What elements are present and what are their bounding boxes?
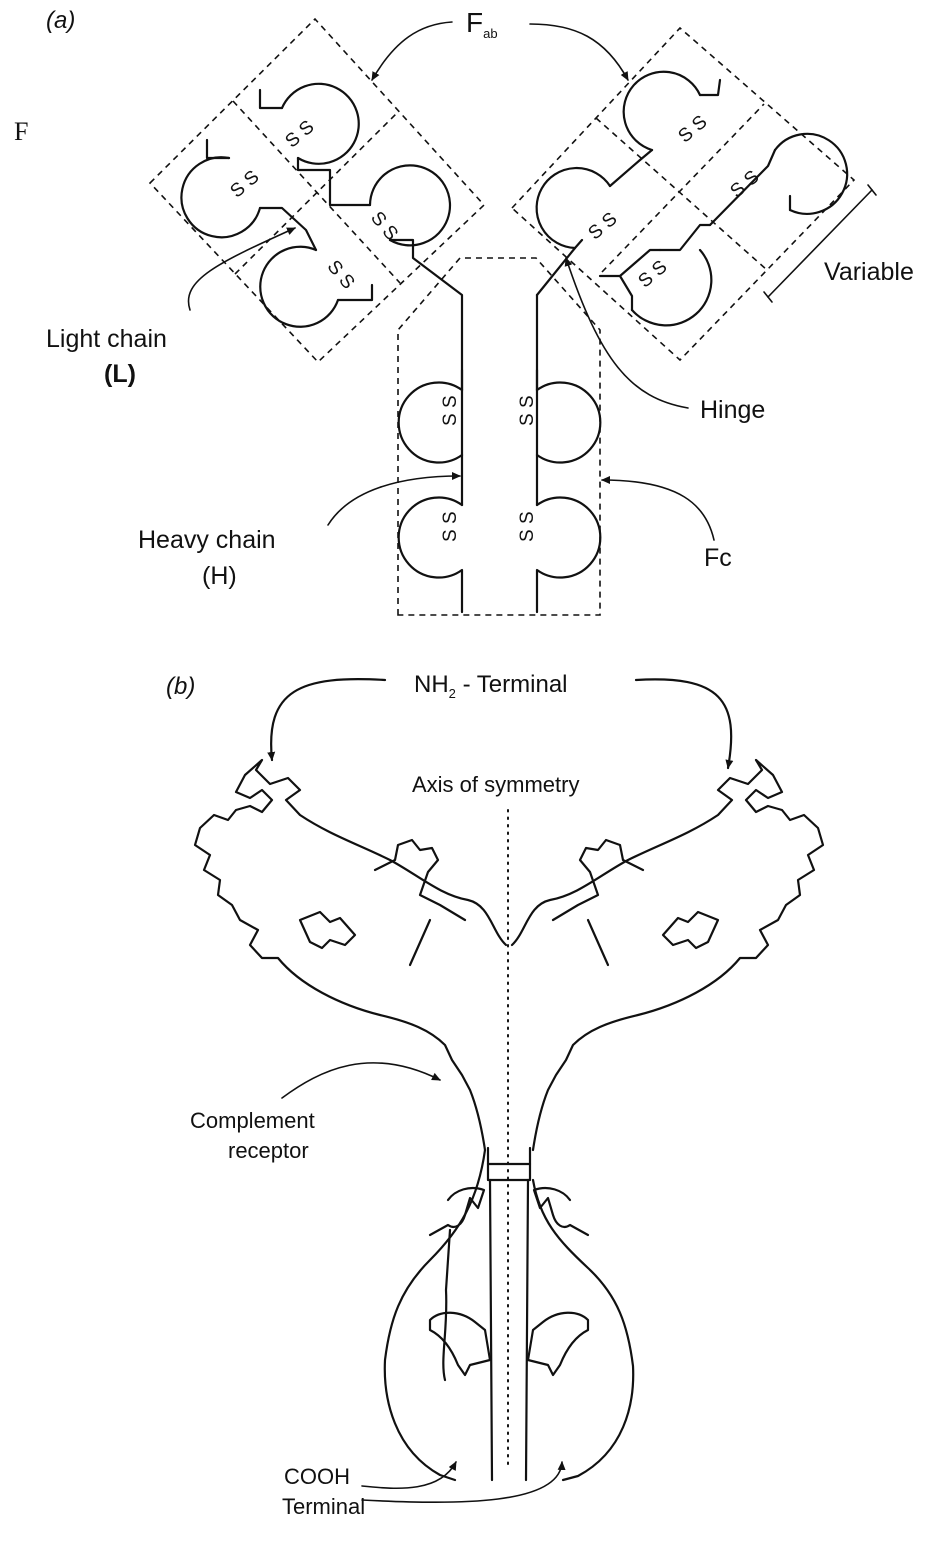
light-chain-abbrev: (L) <box>104 360 136 388</box>
margin-letter: F <box>14 117 28 146</box>
disulfide-label: S S <box>281 117 318 153</box>
hinge-label: Hinge <box>700 396 765 424</box>
complement-receptor-label-line2: receptor <box>228 1138 309 1163</box>
nh2-subscript: 2 <box>449 686 456 701</box>
nh2-suffix: - Terminal <box>456 671 568 698</box>
disulfide-label: S S <box>517 395 538 426</box>
nh2-arrow-right <box>636 679 731 768</box>
disulfide-label: S S <box>517 511 538 542</box>
fab-label: Fab <box>466 7 498 41</box>
nh2-terminal-label: NH2 - Terminal <box>414 671 568 701</box>
disulfide-label: S S <box>726 167 763 203</box>
panel-a: (a) F Fab <box>14 7 914 615</box>
fc-arrow <box>602 480 714 540</box>
disulfide-label: S S <box>634 257 671 293</box>
complement-receptor-arrow <box>282 1063 440 1098</box>
disulfide-label: S S <box>323 256 359 293</box>
fab-label-main: F <box>466 7 483 38</box>
nh2-prefix: NH <box>414 671 449 698</box>
antibody-outline-right <box>512 760 823 1480</box>
fab-left-region <box>150 19 484 362</box>
cooh-terminal-label-line1: COOH <box>284 1464 350 1489</box>
variable-label: Variable <box>824 258 914 286</box>
cooh-terminal-label-line2: Terminal <box>282 1494 365 1519</box>
light-chain-label: Light chain <box>46 325 167 353</box>
cooh-arrow-right <box>362 1462 562 1502</box>
light-chain-arrow <box>188 228 295 310</box>
complement-receptor-label-line1: Complement <box>190 1108 315 1133</box>
panel-a-label: (a) <box>46 7 75 34</box>
disulfide-label: S S <box>674 112 711 148</box>
axis-of-symmetry-label: Axis of symmetry <box>412 772 579 797</box>
disulfide-label: S S <box>440 395 461 426</box>
fab-label-subscript: ab <box>483 26 497 41</box>
fc-domains: S S S S S S S S <box>399 370 601 612</box>
hinge-arrow <box>566 258 688 408</box>
heavy-chain-abbrev: (H) <box>202 562 237 590</box>
nh2-arrow-left <box>271 679 385 760</box>
disulfide-label: S S <box>226 167 263 203</box>
panel-b-label: (b) <box>166 673 195 700</box>
fc-label: Fc <box>704 544 732 572</box>
disulfide-label: S S <box>440 511 461 542</box>
fab-arrow-left <box>372 22 452 80</box>
fab-arrow-right <box>530 24 628 80</box>
fc-region <box>398 258 600 615</box>
disulfide-label: S S <box>584 209 621 245</box>
left-fab-chains <box>181 84 462 505</box>
panel-b: (b) NH2 - Terminal Axis of symmetry <box>166 671 823 1519</box>
heavy-chain-label: Heavy chain <box>138 526 276 554</box>
